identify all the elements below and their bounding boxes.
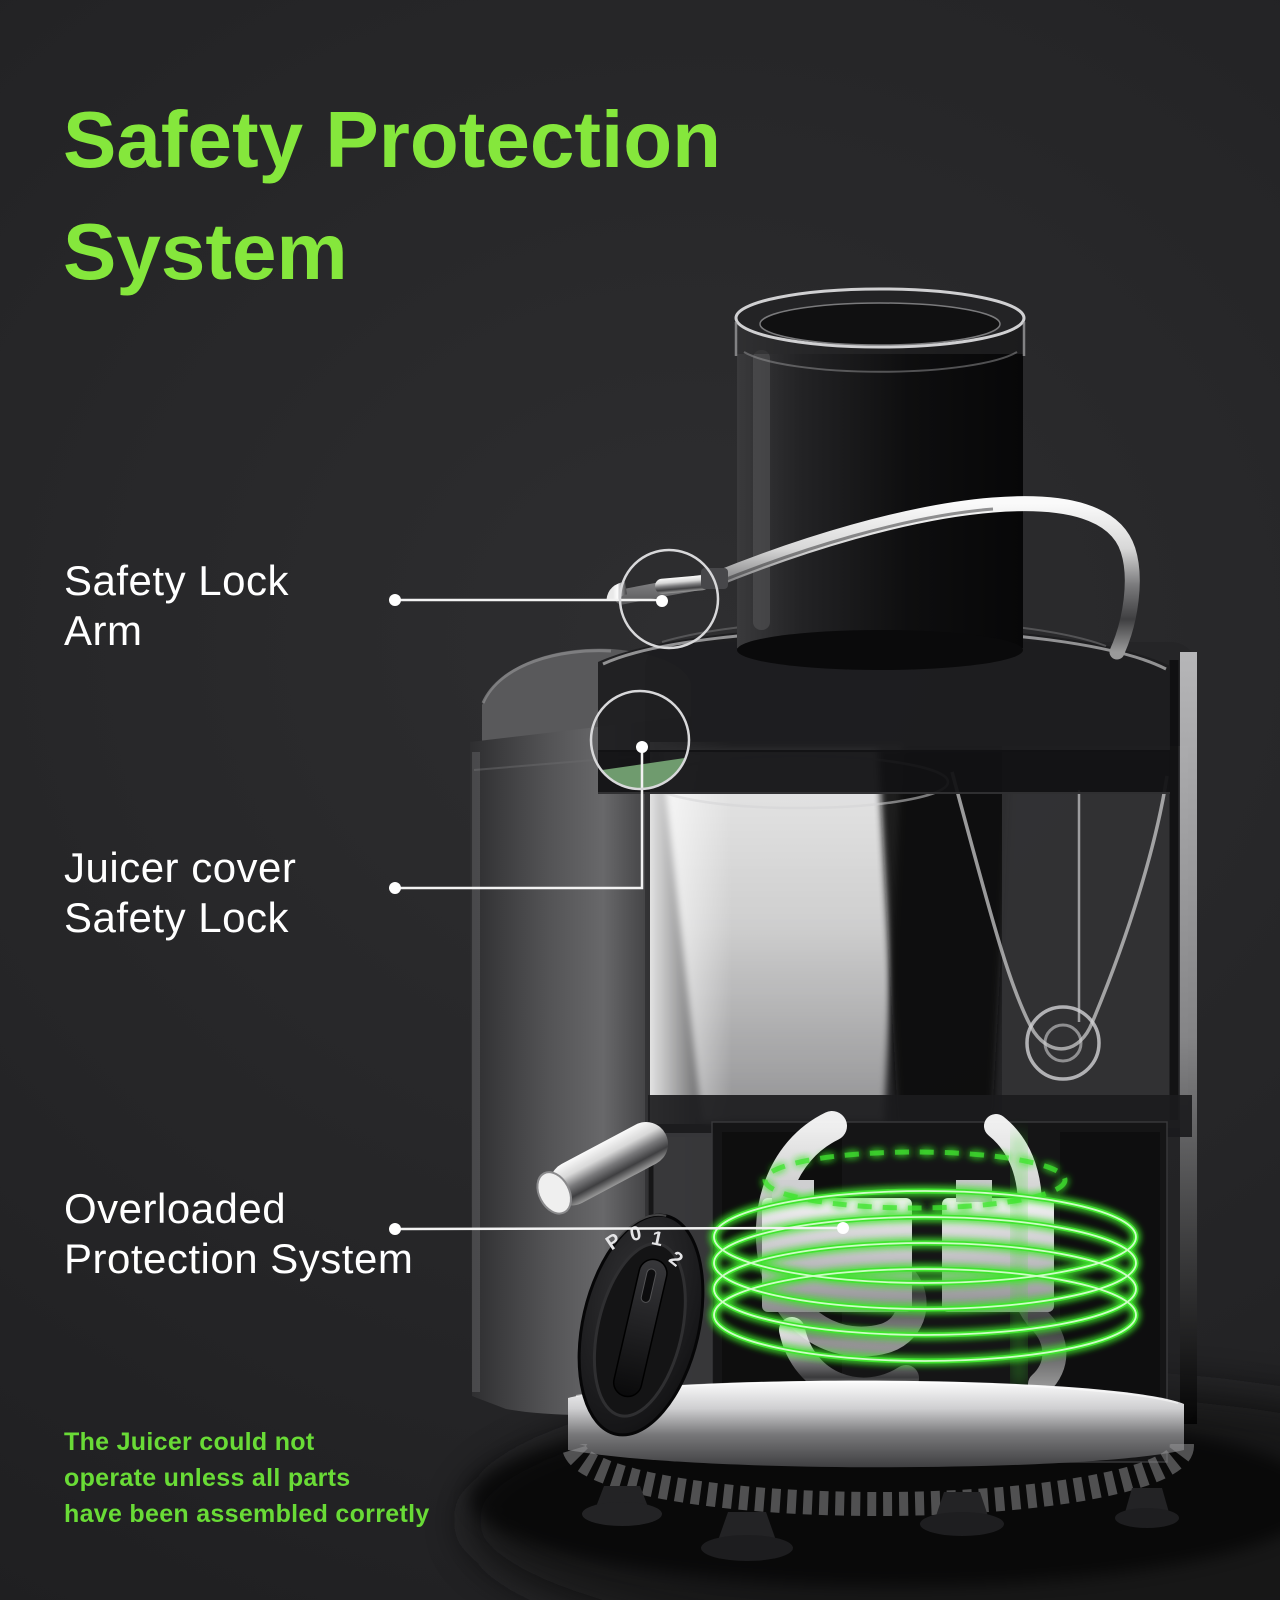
footnote-line3: have been assembled corretly <box>64 1500 430 1528</box>
label-overloaded-line1: Overloaded <box>64 1185 287 1232</box>
callout-safety-lock-arm <box>389 548 720 650</box>
footnote: The Juicer could not operate unless all … <box>64 1424 430 1532</box>
label-overloaded-line2: Protection System <box>64 1235 414 1282</box>
label-overloaded-protection: Overloaded Protection System <box>64 1184 413 1284</box>
overload-protection-glow <box>711 1135 1139 1385</box>
footnote-line2: operate unless all parts <box>64 1464 351 1492</box>
lock-arm-pivot-pin <box>536 1122 669 1215</box>
label-juicer-cover-line2: Safety Lock <box>64 894 289 941</box>
label-juicer-cover-line1: Juicer cover <box>64 844 297 891</box>
safety-lock-arm <box>536 496 1140 1215</box>
feed-chute <box>734 287 1026 670</box>
dial-mark-1: 1 <box>650 1227 665 1251</box>
label-juicer-cover-safety-lock: Juicer cover Safety Lock <box>64 843 296 943</box>
label-safety-lock-arm-line2: Arm <box>64 607 143 654</box>
footnote-line1: The Juicer could not <box>64 1428 315 1456</box>
callout-overload-protection <box>389 1222 849 1235</box>
base <box>562 1380 1194 1561</box>
highlight-circle <box>589 689 691 791</box>
label-safety-lock-arm-line1: Safety Lock <box>64 557 289 604</box>
page-title: Safety Protection System <box>63 84 721 308</box>
label-safety-lock-arm: Safety Lock Arm <box>64 556 289 656</box>
callouts <box>389 548 849 1235</box>
suction-feet <box>582 1486 1179 1561</box>
page-title-line1: Safety Protection <box>63 95 721 184</box>
page-title-line2: System <box>63 207 348 296</box>
callout-cover-safety-lock <box>389 689 691 894</box>
highlight-circle <box>618 548 720 650</box>
